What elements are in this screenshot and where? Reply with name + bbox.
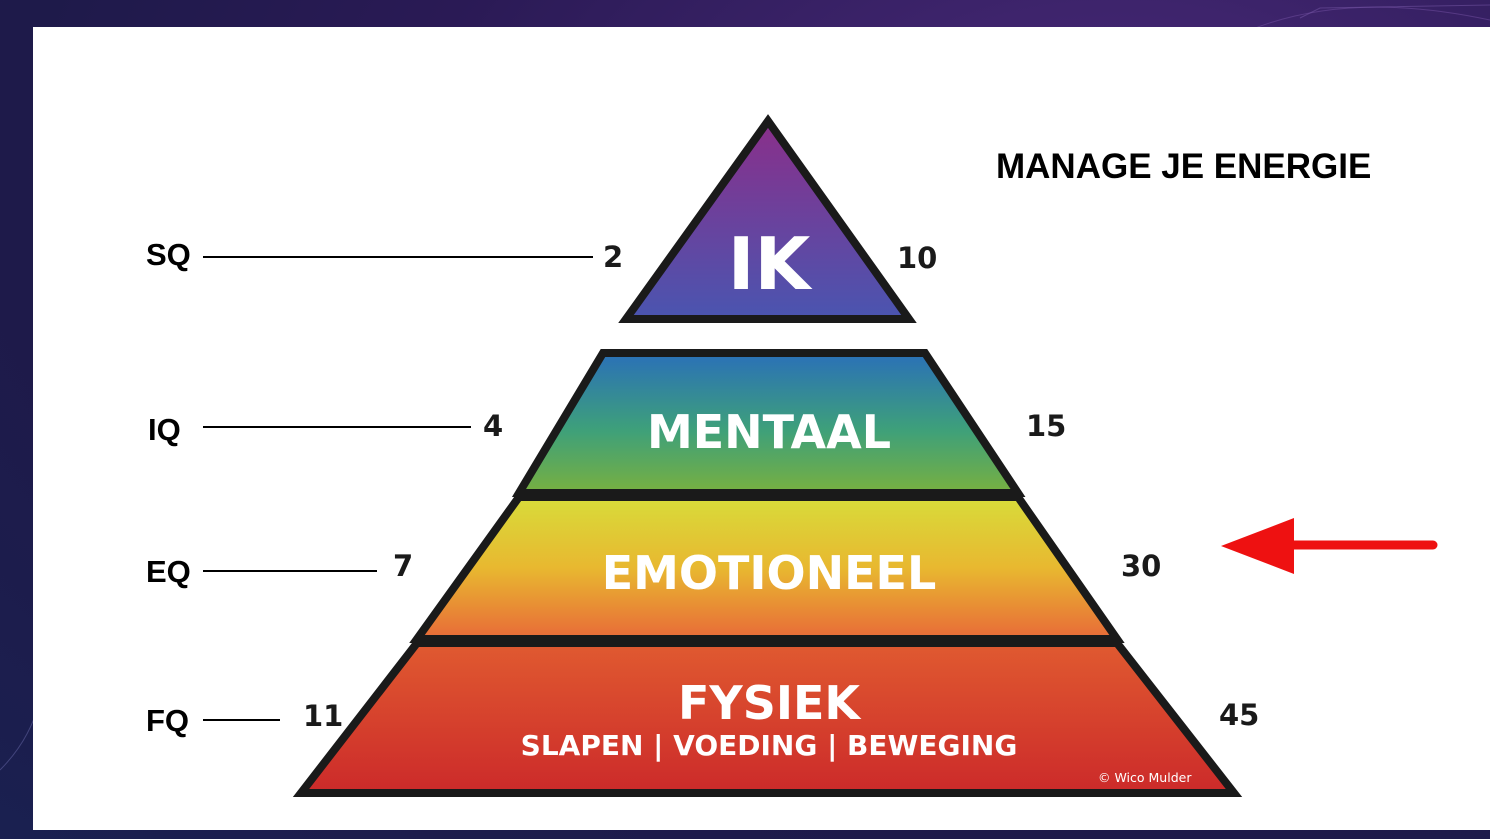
arrow-left-icon bbox=[1221, 518, 1438, 574]
level-code-iq: IQ bbox=[148, 412, 181, 447]
left-value-fq: 11 bbox=[303, 699, 343, 733]
right-value-sq: 10 bbox=[897, 241, 937, 275]
pyramid-tier-fysiek bbox=[292, 639, 1243, 797]
tier-label-mentaal: MENTAAL bbox=[647, 405, 891, 459]
level-code-fq: FQ bbox=[146, 703, 189, 738]
right-value-iq: 15 bbox=[1026, 409, 1066, 443]
tier-label-emotioneel: EMOTIONEEL bbox=[602, 546, 937, 600]
right-value-eq: 30 bbox=[1121, 549, 1161, 583]
tier-label-fysiek: FYSIEK bbox=[678, 676, 862, 730]
tier-sublabel-fysiek: SLAPEN | VOEDING | BEWEGING bbox=[521, 729, 1018, 762]
left-value-iq: 4 bbox=[483, 409, 503, 443]
slide-content-card: MANAGE JE ENERGIE IK MENTAAL EMOTIONEEL … bbox=[33, 27, 1490, 830]
copyright-text: © Wico Mulder bbox=[1098, 770, 1192, 785]
level-code-sq: SQ bbox=[146, 237, 191, 272]
slide-title: MANAGE JE ENERGIE bbox=[996, 147, 1371, 186]
tier-label-ik: IK bbox=[728, 222, 813, 306]
left-value-eq: 7 bbox=[393, 549, 413, 583]
pyramid-tier-ik bbox=[618, 114, 917, 323]
level-code-eq: EQ bbox=[146, 554, 191, 589]
left-value-sq: 2 bbox=[603, 240, 623, 274]
right-value-fq: 45 bbox=[1219, 698, 1259, 732]
